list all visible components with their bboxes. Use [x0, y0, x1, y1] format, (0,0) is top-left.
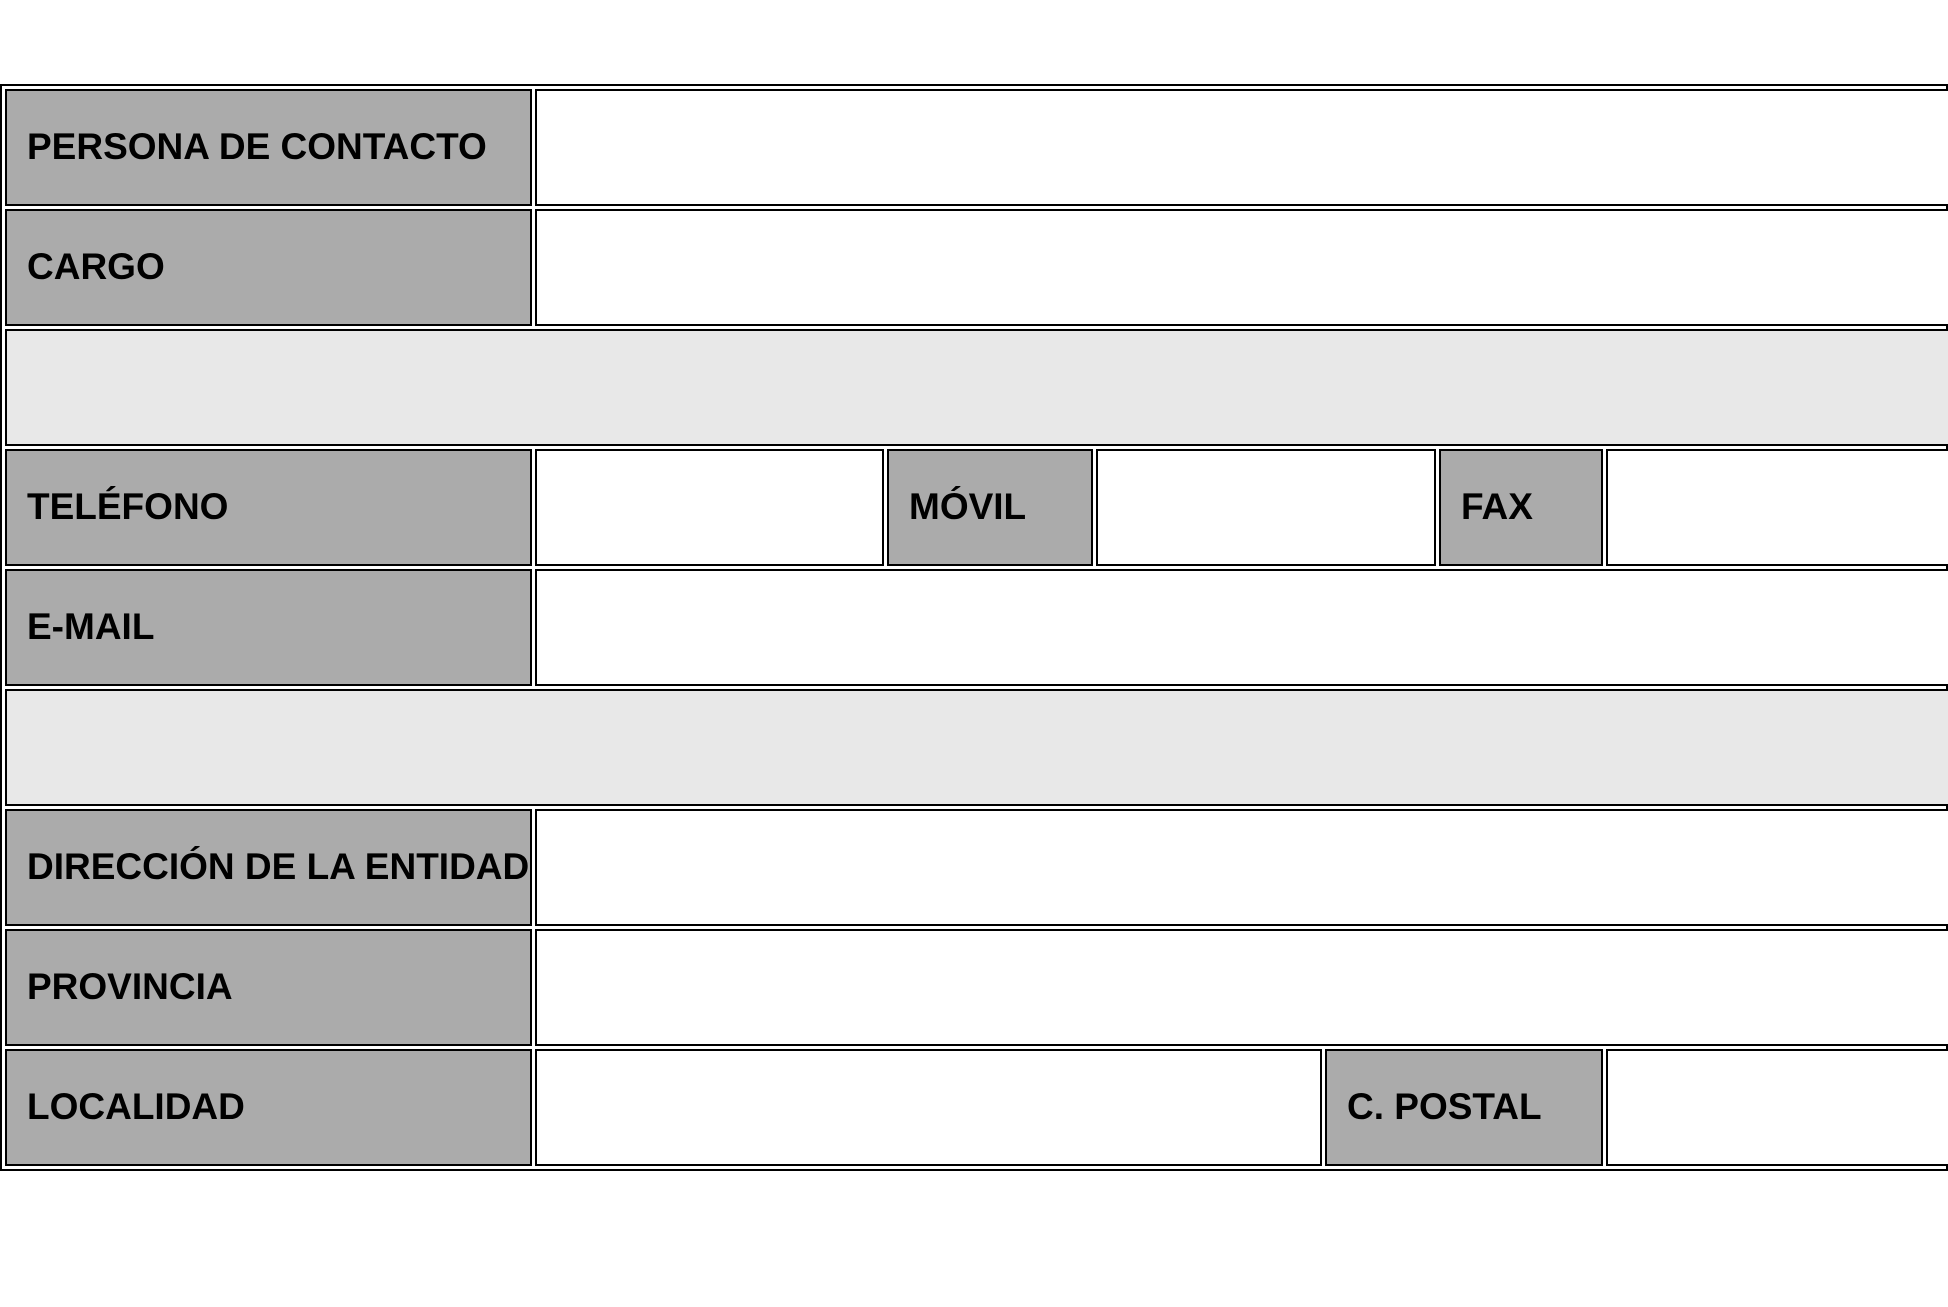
- row-spacer-2: [5, 689, 1948, 806]
- row-province: PROVINCIA: [5, 929, 1948, 1046]
- province-label: PROVINCIA: [5, 929, 532, 1046]
- row-locality: LOCALIDAD C. POSTAL: [5, 1049, 1948, 1166]
- mobile-label: MÓVIL: [887, 449, 1093, 566]
- postal-code-field[interactable]: [1606, 1049, 1948, 1166]
- section-separator: [5, 329, 1948, 446]
- province-field[interactable]: [535, 929, 1948, 1046]
- locality-field[interactable]: [535, 1049, 1322, 1166]
- row-spacer-1: [5, 329, 1948, 446]
- email-label: E-MAIL: [5, 569, 532, 686]
- email-field[interactable]: [535, 569, 1948, 686]
- contact-form-table: PERSONA DE CONTACTO CARGO TELÉFONO MÓVIL…: [2, 86, 1948, 1169]
- contact-person-field[interactable]: [535, 89, 1948, 206]
- position-label: CARGO: [5, 209, 532, 326]
- row-address: DIRECCIÓN DE LA ENTIDAD: [5, 809, 1948, 926]
- contact-form: PERSONA DE CONTACTO CARGO TELÉFONO MÓVIL…: [0, 84, 1948, 1171]
- position-field[interactable]: [535, 209, 1948, 326]
- row-position: CARGO: [5, 209, 1948, 326]
- section-separator: [5, 689, 1948, 806]
- address-field[interactable]: [535, 809, 1948, 926]
- locality-label: LOCALIDAD: [5, 1049, 532, 1166]
- row-contact-person: PERSONA DE CONTACTO: [5, 89, 1948, 206]
- postal-code-label: C. POSTAL: [1325, 1049, 1603, 1166]
- row-phones: TELÉFONO MÓVIL FAX: [5, 449, 1948, 566]
- mobile-field[interactable]: [1096, 449, 1436, 566]
- phone-label: TELÉFONO: [5, 449, 532, 566]
- row-email: E-MAIL: [5, 569, 1948, 686]
- fax-label: FAX: [1439, 449, 1603, 566]
- fax-field[interactable]: [1606, 449, 1948, 566]
- address-label: DIRECCIÓN DE LA ENTIDAD: [5, 809, 532, 926]
- contact-person-label: PERSONA DE CONTACTO: [5, 89, 532, 206]
- phone-field[interactable]: [535, 449, 884, 566]
